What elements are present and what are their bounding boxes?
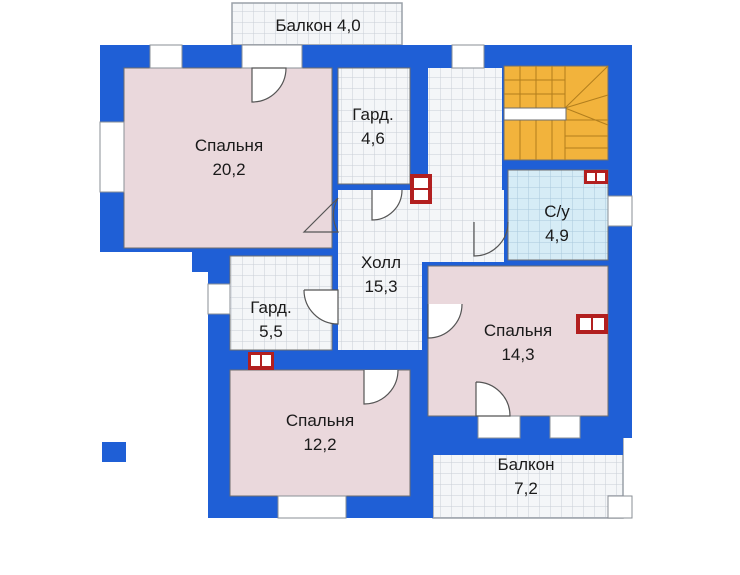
vent-fixtures — [248, 170, 608, 370]
balcony-top — [231, 2, 403, 46]
hall-area: 15,3 — [364, 277, 397, 296]
bathroom-area: 4,9 — [545, 226, 569, 245]
doors — [251, 67, 511, 417]
bedroom-2-name: Спальня — [484, 321, 552, 340]
bedroom-1-name: Спальня — [195, 136, 263, 155]
wardrobe-1-area: 4,6 — [361, 129, 385, 148]
staircase — [503, 65, 609, 161]
bedroom-3-area: 12,2 — [303, 435, 336, 454]
wardrobe-2-area: 5,5 — [259, 322, 283, 341]
room-bedroom-1 — [123, 67, 333, 249]
windows — [99, 44, 633, 519]
bedroom-2-area: 14,3 — [501, 345, 534, 364]
balcony-bottom-area: 7,2 — [514, 479, 538, 498]
balcony-top-label: Балкон 4,0 — [275, 16, 360, 35]
hall-name: Холл — [361, 253, 401, 272]
wardrobe-2-name: Гард. — [250, 298, 291, 317]
bathroom-name: С/у — [544, 202, 570, 221]
room-bedroom-2 — [427, 265, 609, 417]
room-bathroom — [507, 169, 609, 261]
balcony-bottom-name: Балкон — [497, 455, 554, 474]
wardrobe-1-name: Гард. — [352, 105, 393, 124]
room-wardrobe-1 — [337, 67, 411, 185]
bedroom-3-name: Спальня — [286, 411, 354, 430]
room-hall-bottom — [338, 262, 422, 350]
bedroom-1-area: 20,2 — [212, 160, 245, 179]
exterior-post — [102, 442, 126, 462]
